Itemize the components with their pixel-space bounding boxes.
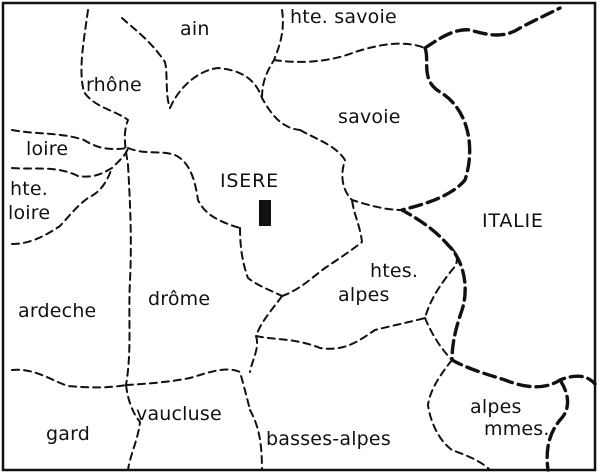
border-italy — [400, 6, 597, 389]
label-ain: ain — [180, 18, 210, 40]
border-italy-south — [545, 378, 570, 472]
label-alpes-mmes-1: alpes — [470, 396, 522, 418]
label-drome: drôme — [148, 288, 211, 310]
border-htesavoie-west — [261, 9, 284, 99]
isere-marker — [259, 200, 271, 226]
border-gard-vaucluse — [125, 384, 141, 471]
label-ardeche: ardeche — [18, 300, 97, 322]
label-hte-loire-2: loire — [8, 202, 51, 224]
label-rhone: rhône — [86, 74, 142, 96]
border-rhone-loire — [11, 129, 129, 150]
border-bassesalpes-alpesmmes — [427, 359, 491, 471]
label-hte-loire-1: hte. — [10, 178, 49, 200]
label-gard: gard — [46, 423, 91, 445]
border-hteloire-ardeche — [11, 167, 113, 245]
label-italie: ITALIE — [482, 210, 544, 232]
label-htes-alpes-2: alpes — [338, 284, 390, 306]
border-drome-bassesalpes — [249, 295, 283, 373]
border-drome-vaucluse — [125, 368, 251, 411]
label-hte-savoie: hte. savoie — [290, 6, 397, 28]
border-isere-drome — [239, 227, 283, 297]
border-isere-htesalpes — [281, 199, 363, 297]
border-ain-south — [80, 9, 129, 166]
label-vaucluse: vaucluse — [136, 403, 222, 425]
border-vaucluse-bassesalpes — [249, 409, 263, 471]
border-ain-east — [121, 17, 171, 109]
border-bassesalpes-east — [424, 317, 453, 361]
border-htesavoie-south — [273, 42, 426, 63]
label-isere: ISERE — [220, 170, 279, 192]
border-ain-rhone — [169, 67, 301, 131]
border-rhone-isere — [127, 147, 241, 229]
border-ardeche-gard — [11, 368, 127, 389]
border-savoie-isere — [299, 129, 403, 211]
label-loire: loire — [26, 138, 69, 160]
border-ardeche-drome — [125, 164, 132, 386]
label-alpes-mmes-2: mmes. — [484, 418, 550, 440]
label-basses-alpes: basses-alpes — [266, 428, 391, 450]
border-loire-hteloire — [11, 147, 129, 178]
border-htesalpes-bassesalpes — [255, 244, 458, 350]
label-htes-alpes-1: htes. — [370, 260, 419, 282]
label-savoie: savoie — [338, 106, 401, 128]
